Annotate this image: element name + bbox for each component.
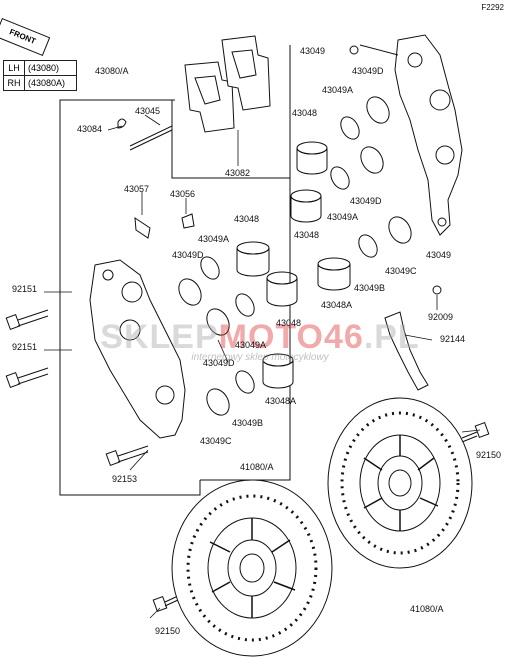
part-label[interactable]: 43049B [354, 283, 386, 293]
part-label[interactable]: 43049C [200, 436, 232, 446]
part-label[interactable]: 43084 [77, 124, 103, 134]
part-label[interactable]: 43048A [265, 396, 297, 406]
watermark-prefix: SKLEP [100, 318, 219, 356]
leader-lines [44, 114, 481, 619]
part-label[interactable]: 43048 [294, 230, 320, 240]
part-label[interactable]: 43049A [322, 85, 354, 95]
part-label[interactable]: 92009 [428, 312, 454, 322]
part-label[interactable]: 92150 [155, 626, 181, 636]
hose-bracket [384, 285, 442, 391]
watermark-accent: MOTO46 [218, 318, 364, 356]
left-pistons [178, 241, 298, 416]
side-label: RH [4, 76, 25, 90]
right-pistons [290, 45, 447, 291]
part-label[interactable]: 43080/A [95, 66, 129, 76]
part-label[interactable]: 43048 [276, 318, 302, 328]
part-label[interactable]: 43049A [327, 212, 359, 222]
table-row: LH (43080) [4, 61, 76, 75]
mounting-bolts [5, 309, 490, 612]
watermark-suffix: .PL [363, 318, 420, 356]
brake-pad-left [184, 61, 235, 133]
right-assembly-outline [200, 45, 291, 481]
part-label[interactable]: 43049A [198, 234, 230, 244]
side-part-table: LH (43080) RH (43080A) [3, 60, 77, 91]
part-label[interactable]: 43045 [135, 106, 161, 116]
part-label[interactable]: 41080/A [410, 604, 444, 614]
table-row: RH (43080A) [4, 75, 76, 90]
diagram-code: F2292 [481, 3, 504, 12]
part-label[interactable]: 43048A [321, 300, 353, 310]
part-label[interactable]: 43049D [352, 66, 384, 76]
part-number: (43080A) [28, 78, 66, 88]
side-label: LH [4, 61, 25, 75]
part-label[interactable]: 92151 [12, 342, 38, 352]
brake-disc-right [327, 397, 473, 569]
part-label[interactable]: 43082 [225, 168, 251, 178]
part-label[interactable]: 43049D [203, 358, 235, 368]
brake-disc-left [171, 479, 333, 657]
assembly-outline [59, 99, 201, 496]
part-label[interactable]: 43048 [292, 108, 318, 118]
part-label[interactable]: 92153 [112, 474, 138, 484]
part-label[interactable]: 43049D [350, 196, 382, 206]
pad-pin [117, 118, 173, 151]
caliper-right-half [359, 34, 463, 236]
watermark-logo: SKLEPMOTO46.PL [95, 318, 425, 357]
bleed-valve [134, 213, 195, 239]
part-label[interactable]: 92144 [440, 334, 466, 344]
part-number: (43080) [28, 63, 60, 73]
part-label[interactable]: 41080/A [240, 462, 274, 472]
part-label[interactable]: 92150 [476, 450, 502, 460]
part-label[interactable]: 43049C [385, 266, 417, 276]
part-label[interactable]: 43049B [232, 418, 264, 428]
brake-pad-right [221, 35, 271, 111]
part-label[interactable]: 43049D [172, 250, 204, 260]
part-label[interactable]: 43049A [235, 340, 267, 350]
part-label[interactable]: 43049 [426, 250, 452, 260]
part-label[interactable]: 43049 [300, 46, 326, 56]
part-label[interactable]: 43056 [170, 189, 196, 199]
part-label[interactable]: 92151 [12, 284, 38, 294]
caliper-left-half [89, 259, 186, 439]
part-label[interactable]: 43048 [234, 214, 260, 224]
watermark-tagline: internetowy sklep motocyklowy [191, 352, 329, 363]
part-label[interactable]: 43057 [124, 184, 150, 194]
